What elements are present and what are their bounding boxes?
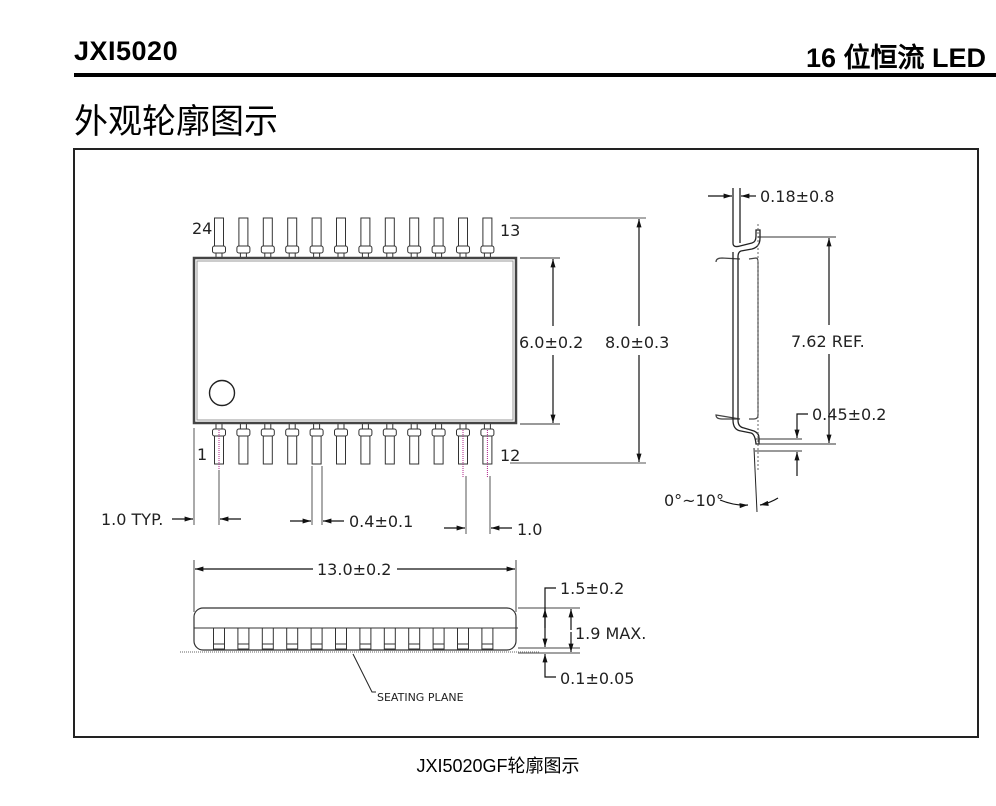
lead-pin	[382, 217, 397, 258]
lead-pin	[431, 424, 446, 465]
total-width-label: 8.0±0.3	[605, 333, 669, 352]
body-length-label: 13.0±0.2	[317, 560, 391, 579]
lead-pin	[407, 217, 422, 258]
header-rule	[74, 73, 996, 77]
end-margin-dimension: 1.0 TYP.	[101, 428, 241, 529]
end-margin-label: 1.0 TYP.	[101, 510, 163, 529]
lead-thickness-label: 0.18±0.8	[760, 187, 834, 206]
lead-width-dimension: 0.4±0.1	[290, 466, 413, 531]
lead-pin	[309, 424, 324, 465]
side-lead-row	[213, 627, 494, 650]
gullwing-lead	[732, 188, 761, 445]
lead-pin	[481, 627, 494, 650]
lead-pin	[335, 627, 347, 650]
body-width-label: 6.0±0.2	[519, 333, 583, 352]
top-pin-row	[212, 217, 495, 258]
lead-pin	[213, 627, 225, 650]
pin-label-24: 24	[192, 219, 212, 238]
body-length-dimension: 13.0±0.2	[193, 560, 517, 612]
part-number-heading: JXI5020	[74, 36, 179, 66]
lead-pin	[382, 424, 397, 465]
height-dimensions: 1.5±0.2 1.9 MAX. 0.1±0.05	[518, 579, 646, 688]
lead-pin	[334, 424, 348, 465]
standoff-label: 0.1±0.05	[560, 669, 634, 688]
lead-pin	[358, 217, 373, 258]
lead-pin	[237, 627, 250, 650]
lead-pin	[407, 424, 422, 465]
lead-pin	[359, 627, 372, 650]
lead-pin	[358, 424, 373, 465]
pin-label-1: 1	[197, 445, 207, 464]
lead-pin	[310, 627, 323, 650]
lead-pin	[480, 424, 495, 478]
top-view: 24 13 1 12 6.0±0.2 8.0±0.3 1.0 TYP.	[101, 217, 669, 539]
lead-span-dimension: 7.62 REF.	[758, 236, 865, 445]
foot-height-label: 0.45±0.2	[812, 405, 886, 424]
lead-pin	[261, 627, 274, 650]
seating-plane-label: SEATING PLANE	[377, 691, 464, 704]
lead-pin	[456, 217, 470, 258]
lead-angle-dimension: 0°~10°	[664, 447, 779, 513]
bottom-pin-row	[212, 424, 495, 484]
lead-pin	[285, 424, 300, 465]
lead-pin	[432, 627, 445, 650]
lead-thickness-dimension: 0.18±0.8	[708, 187, 834, 206]
figure-caption: JXI5020GF轮廓图示	[416, 756, 580, 776]
lead-pin	[456, 424, 470, 478]
section-title: 外观轮廓图示	[74, 102, 278, 142]
lead-angle-label: 0°~10°	[664, 491, 724, 510]
pin-label-13: 13	[500, 221, 520, 240]
body-height-label: 1.5±0.2	[560, 579, 624, 598]
lead-pin	[236, 424, 251, 465]
lead-width-label: 0.4±0.1	[349, 512, 413, 531]
lead-pin	[480, 217, 495, 258]
lead-pin	[212, 217, 226, 258]
lead-pin	[383, 627, 396, 650]
body-width-dimension: 6.0±0.2	[519, 257, 583, 425]
lead-pin	[260, 424, 275, 465]
lead-pin	[212, 424, 226, 478]
max-height-label: 1.9 MAX.	[575, 624, 646, 643]
lead-pin	[408, 627, 421, 650]
drawing-frame	[73, 148, 979, 738]
lead-pin	[334, 217, 348, 258]
foot-height-dimension: 0.45±0.2	[755, 405, 886, 476]
lead-pin	[457, 627, 469, 650]
total-width-dimension: 8.0±0.3	[510, 217, 669, 464]
pitch-label: 1.0	[517, 520, 542, 539]
lead-pin	[260, 217, 275, 258]
pin-label-12: 12	[500, 446, 520, 465]
side-view: 13.0±0.2 1.5±0.2 1.9 MAX. 0.1±0.05 SEATI…	[180, 560, 646, 704]
pin1-marker-dot	[208, 379, 236, 407]
lead-pin	[309, 217, 324, 258]
product-line-heading: 16 位恒流 LED	[805, 43, 986, 73]
pitch-dimension: 1.0	[444, 476, 542, 539]
lead-span-label: 7.62 REF.	[791, 332, 865, 351]
lead-pin	[285, 217, 300, 258]
lead-pin	[236, 217, 251, 258]
lead-pin	[286, 627, 299, 650]
lead-pin	[431, 217, 446, 258]
ic-body-top-view	[192, 256, 518, 425]
end-view: 0.18±0.8 7.62 REF. 0.45±0.2 0°~10°	[664, 187, 886, 513]
